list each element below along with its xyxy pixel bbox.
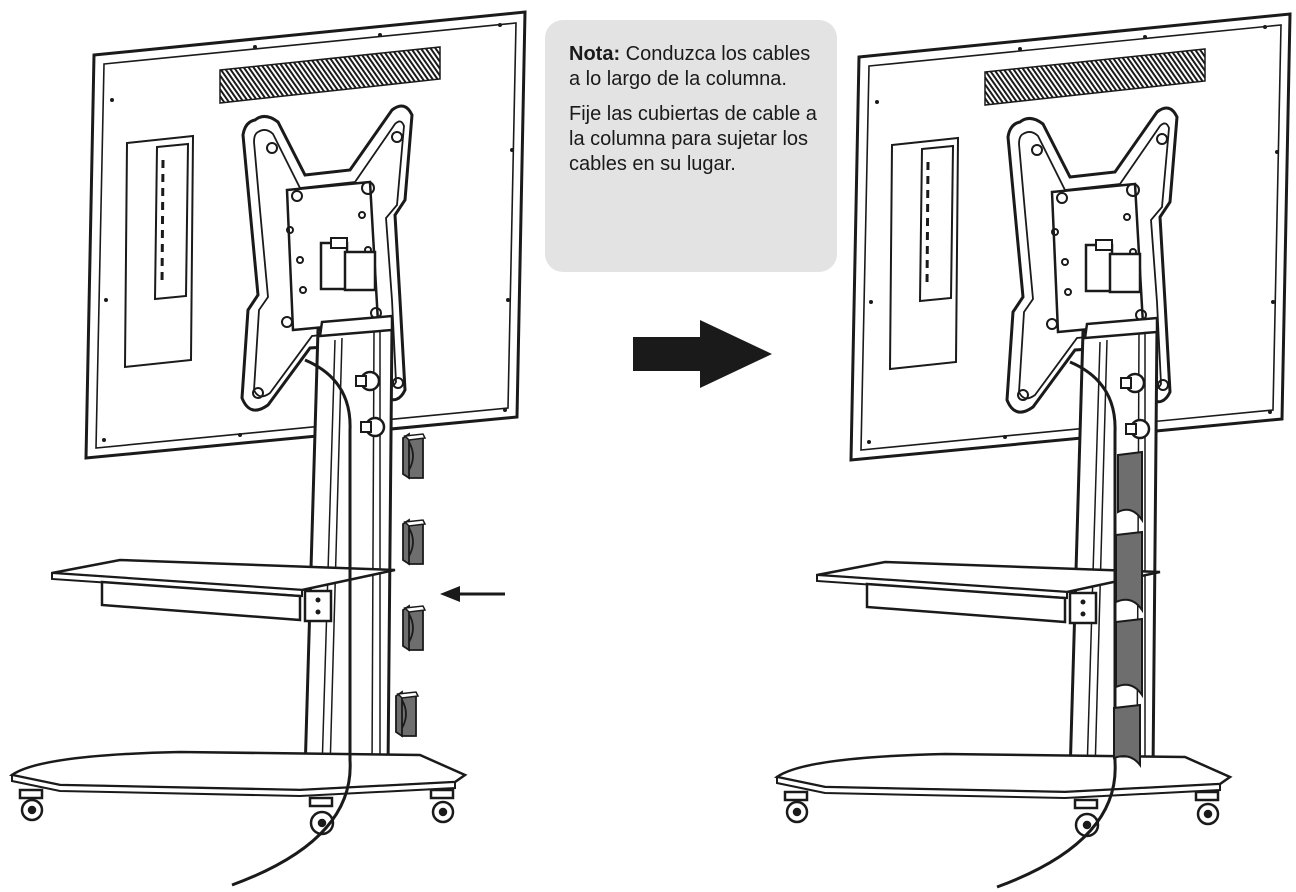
cable-cover-icon: [402, 605, 426, 651]
cable-cover-attached-icon: [1115, 530, 1143, 614]
cable-cover-icon: [395, 691, 419, 737]
note-paragraph-1: Nota: Conduzca los cables a lo largo de …: [569, 42, 819, 92]
cable-cover-attached-icon: [1115, 617, 1143, 699]
next-step-arrow-icon: [633, 320, 772, 388]
tv-stand-after-icon: [775, 12, 1292, 889]
note-callout: Nota: Conduzca los cables a lo largo de …: [545, 20, 837, 272]
cable-cover-attached-icon: [1113, 703, 1141, 768]
cable-cover-icon: [402, 519, 426, 565]
cable-cover-icon: [402, 433, 426, 479]
cable-cover-attached-icon: [1117, 450, 1143, 524]
note-paragraph-2: Fije las cubiertas de cable a la columna…: [569, 103, 817, 175]
note-text-1: Conduzca los cables a lo largo de la col…: [569, 43, 811, 90]
tv-stand-before-icon: [10, 10, 527, 887]
note-label: Nota:: [569, 43, 621, 65]
insert-arrow-icon: [440, 586, 505, 602]
